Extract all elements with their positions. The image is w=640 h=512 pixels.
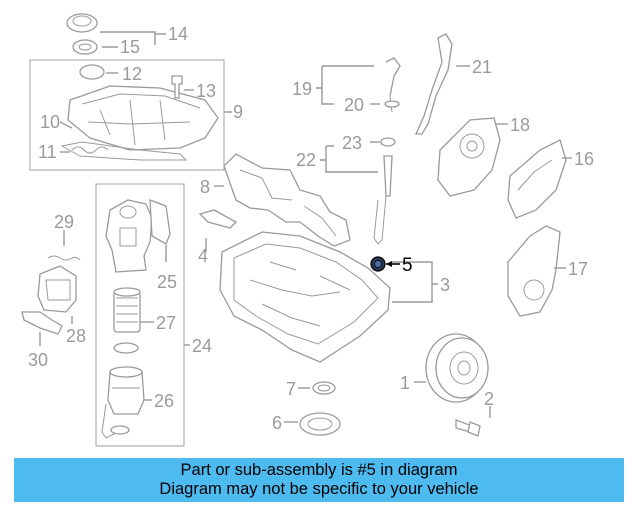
callout-16: 16 xyxy=(574,149,594,169)
callout-18: 18 xyxy=(510,115,530,135)
callout-24: 24 xyxy=(192,336,212,356)
callout-13: 13 xyxy=(196,81,216,101)
callout-26: 26 xyxy=(154,391,174,411)
callout-17: 17 xyxy=(568,259,588,279)
oil-filter-housing[interactable] xyxy=(105,199,171,273)
bolt-13[interactable] xyxy=(171,75,183,99)
callout-29: 29 xyxy=(54,212,74,232)
callout-10: 10 xyxy=(40,112,60,132)
callout-12: 12 xyxy=(122,64,142,84)
callout-20: 20 xyxy=(344,95,364,115)
callout-22: 22 xyxy=(296,150,316,170)
callout-30: 30 xyxy=(28,350,48,370)
oil-strainer[interactable] xyxy=(198,209,238,229)
oil-pan[interactable] xyxy=(219,231,391,363)
dipstick-guide-tube[interactable] xyxy=(373,137,396,245)
oil-filter-element[interactable] xyxy=(113,287,141,333)
crankshaft-pulley[interactable] xyxy=(425,333,489,403)
callout-28: 28 xyxy=(66,326,86,346)
caption-line-1: Part or sub-assembly is #5 in diagram xyxy=(180,461,458,479)
callout-7: 7 xyxy=(286,379,296,399)
timing-cover-lower[interactable] xyxy=(507,225,561,317)
engine-mount-bracket[interactable] xyxy=(21,255,81,335)
timing-cover-middle[interactable] xyxy=(507,139,567,219)
oil-filler-cap[interactable] xyxy=(66,13,98,55)
valve-cover[interactable] xyxy=(60,64,219,161)
oil-seal-6[interactable] xyxy=(299,412,341,436)
callout-8: 8 xyxy=(200,177,210,197)
callout-3: 3 xyxy=(440,275,450,295)
callout-23: 23 xyxy=(342,133,362,153)
callout-1: 1 xyxy=(400,373,410,393)
callout-5: 5 xyxy=(402,255,413,276)
o-ring[interactable] xyxy=(113,342,139,354)
callout-15: 15 xyxy=(120,37,140,57)
caption-banner: Part or sub-assembly is #5 in diagram Di… xyxy=(14,458,624,502)
callout-19: 19 xyxy=(292,79,312,99)
caption-line-2: Diagram may not be specific to your vehi… xyxy=(159,480,479,498)
oil-filter-group-frame xyxy=(95,183,185,447)
gasket-11[interactable] xyxy=(71,146,109,154)
oil-pan-baffle[interactable] xyxy=(223,153,351,247)
timing-cover-upper[interactable] xyxy=(437,117,501,197)
callout-4: 4 xyxy=(198,246,208,266)
parts-diagram: 14 15 9 12 13 10 11 24 25 27 xyxy=(21,13,594,447)
callout-9: 9 xyxy=(233,102,243,122)
callout-21: 21 xyxy=(472,57,492,77)
dipstick[interactable] xyxy=(384,57,401,113)
callout-25: 25 xyxy=(157,272,177,292)
pulley-bolt[interactable] xyxy=(455,419,481,437)
callout-11: 11 xyxy=(38,142,57,162)
oil-drain-plug[interactable] xyxy=(370,256,386,272)
callout-14: 14 xyxy=(168,24,188,44)
oil-seal-7[interactable] xyxy=(312,381,336,395)
callout-27: 27 xyxy=(156,313,176,333)
callout-6: 6 xyxy=(272,413,282,433)
callout-2: 2 xyxy=(484,389,494,409)
dipstick-tube[interactable] xyxy=(414,33,453,135)
valve-cover-group-frame xyxy=(29,59,225,171)
oil-filter-cap[interactable] xyxy=(101,366,145,439)
